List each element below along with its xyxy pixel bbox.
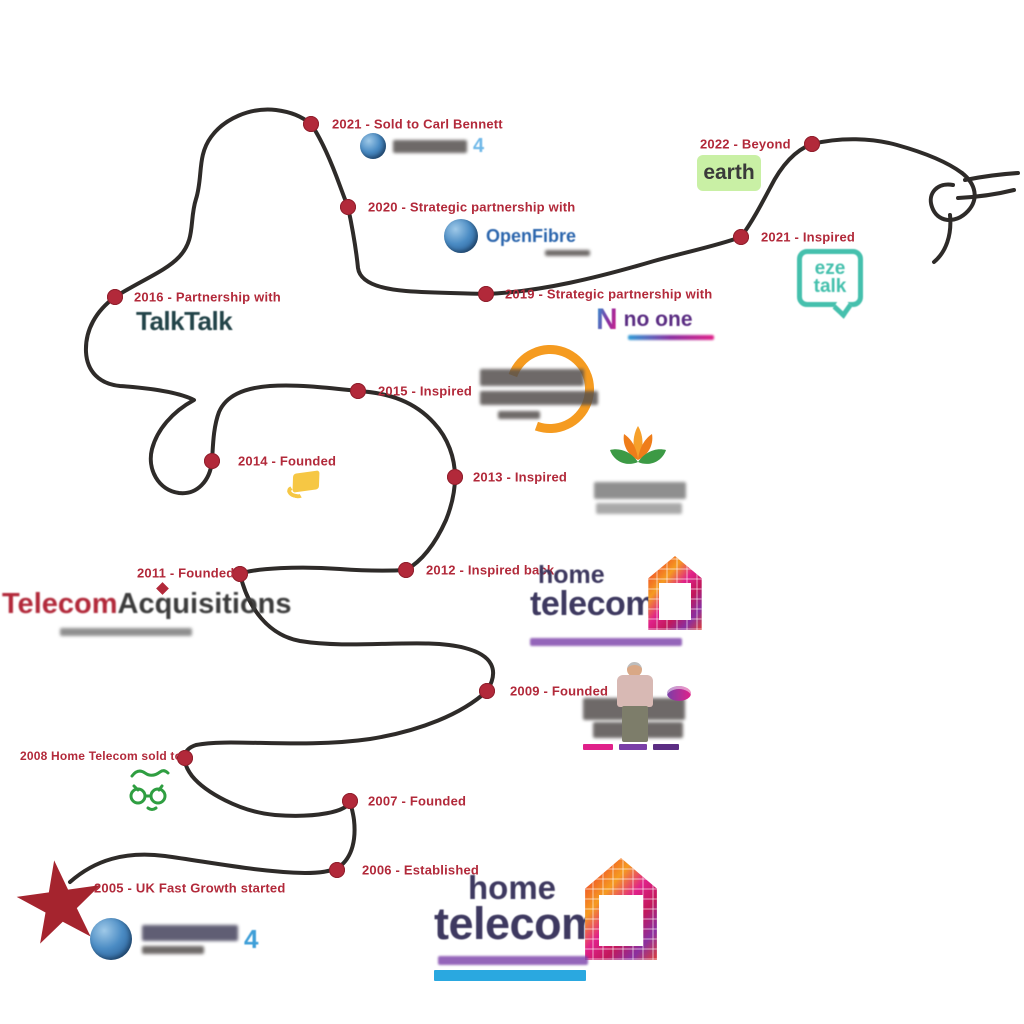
green-doodle-logo <box>129 769 170 811</box>
openfibre-subtext <box>545 250 590 256</box>
orange-swoosh-logo <box>468 330 618 448</box>
flourish-line-1 <box>963 171 1020 182</box>
milestone-dot-2020-partnership <box>340 199 356 215</box>
globe4-logo-top: 4 <box>360 133 484 159</box>
milestone-dot-2012 <box>398 562 414 578</box>
wifi-badge-icon <box>667 686 691 701</box>
flower-logo <box>594 424 694 518</box>
home-telecom-logo-large: home telecom <box>434 858 704 988</box>
home-telecom-wordmark: home telecom <box>530 561 656 623</box>
illegible-subtext <box>60 628 192 636</box>
telecom-acquisitions-logo: TelecomAcquisitions <box>2 582 292 644</box>
milestone-dot-2009 <box>479 683 495 699</box>
milestone-label: 2012 - Inspired back <box>426 562 555 578</box>
flourish-scribble <box>928 171 977 222</box>
openfibre-logo: OpenFibre <box>444 219 576 253</box>
milestone-dot-2019-partnership <box>478 286 494 302</box>
ezetalk-logo: eze talk <box>797 249 863 319</box>
noone-logo: N no one <box>596 303 714 340</box>
milestone-label: 2013 - Inspired <box>473 469 568 485</box>
noone-mark: N <box>596 303 618 336</box>
milestone-dot-2011 <box>232 566 248 582</box>
acquisitions-word: Acquisitions <box>117 588 292 620</box>
color-bar-pink <box>583 744 613 750</box>
talktalk-wordmark: TalkTalk <box>136 306 233 336</box>
earth-logo: earth <box>697 155 761 191</box>
milestone-dot-2021-sold <box>303 116 319 132</box>
orange-arc <box>491 330 609 448</box>
globe-icon <box>90 918 132 960</box>
wordmark-lines <box>142 924 238 954</box>
tagline-bar <box>438 956 588 965</box>
milestone-dot-2021-inspired <box>733 229 749 245</box>
color-bar-violet <box>653 744 679 750</box>
milestone-label: 2016 - Partnership with <box>134 289 281 305</box>
ezetalk-line2: talk <box>813 276 847 297</box>
milestone-dot-2016 <box>107 289 123 305</box>
illegible-wordmark <box>594 482 686 499</box>
four-glyph: 4 <box>473 134 485 157</box>
flourish-line-3 <box>932 213 953 264</box>
milestone-label: 2019 - Strategic partnership with <box>505 286 713 302</box>
milestone-label: 2021 - Sold to Carl Bennett <box>332 116 503 132</box>
milestone-label: 2021 - Inspired <box>761 229 856 245</box>
flourish-line-2 <box>956 188 1016 200</box>
milestone-label: 2015 - Inspired <box>378 383 473 399</box>
home-telecom-wordmark: home telecom <box>434 869 601 950</box>
home-telecom-logo: home telecom <box>524 556 709 656</box>
illegible-wordmark <box>480 369 584 386</box>
milestone-dot-2022-beyond <box>804 136 820 152</box>
ezetalk-line1: eze <box>814 257 846 279</box>
illegible-wordmark <box>480 391 598 405</box>
milestone-dot-2014 <box>204 453 220 469</box>
illegible-subtext <box>142 945 204 954</box>
globe-icon <box>360 133 386 159</box>
flower-icon <box>610 426 666 464</box>
globe4-logo-bottom: 4 <box>90 918 258 960</box>
illegible-wordmark <box>142 924 238 941</box>
home-word: home <box>538 561 605 589</box>
man-photo-head <box>627 662 642 677</box>
yellow-logo-icon <box>285 470 327 504</box>
milestone-label: 2008 Home Telecom sold to <box>20 749 183 763</box>
home-word: home <box>468 869 557 906</box>
milestone-dot-2013 <box>447 469 463 485</box>
telecom-word: telecom <box>434 898 601 950</box>
milestone-label: 2007 - Founded <box>368 793 467 809</box>
noone-tagline-bar <box>628 335 714 340</box>
milestone-label: 2009 - Founded <box>510 683 609 699</box>
blue-underline-bar <box>434 970 586 981</box>
web-deal-logo <box>583 662 695 758</box>
illegible-wordmark <box>498 411 540 419</box>
color-bar-purple <box>619 744 647 750</box>
noone-wordmark: no one <box>623 308 693 331</box>
earth-wordmark: earth <box>703 161 755 184</box>
tagline-bar <box>530 638 682 646</box>
star-icon <box>16 860 101 944</box>
milestone-label: 2014 - Founded <box>238 453 337 469</box>
journey-path <box>68 107 964 884</box>
man-photo-pants <box>622 706 648 742</box>
illegible-subtext <box>596 503 682 514</box>
four-glyph: 4 <box>244 923 259 954</box>
milestone-label: 2020 - Strategic partnership with <box>368 199 576 215</box>
milestone-dot-2006 <box>329 862 345 878</box>
man-photo-shirt <box>617 675 653 707</box>
illegible-wordmark <box>393 139 467 153</box>
milestone-label: 2006 - Established <box>362 862 480 878</box>
talktalk-logo: TalkTalk <box>136 306 233 337</box>
milestone-label: 2022 - Beyond <box>700 136 791 152</box>
milestone-dot-2015 <box>350 383 366 399</box>
telecom-word: Telecom <box>2 588 118 620</box>
milestone-label: 2005 - UK Fast Growth started <box>94 880 286 896</box>
openfibre-wordmark: OpenFibre <box>486 225 577 246</box>
telecom-word: telecom <box>530 584 656 623</box>
milestone-dot-2008 <box>177 750 193 766</box>
milestone-dot-2007 <box>342 793 358 809</box>
globe-icon <box>444 219 478 253</box>
milestone-label: 2011 - Founded <box>137 565 235 581</box>
